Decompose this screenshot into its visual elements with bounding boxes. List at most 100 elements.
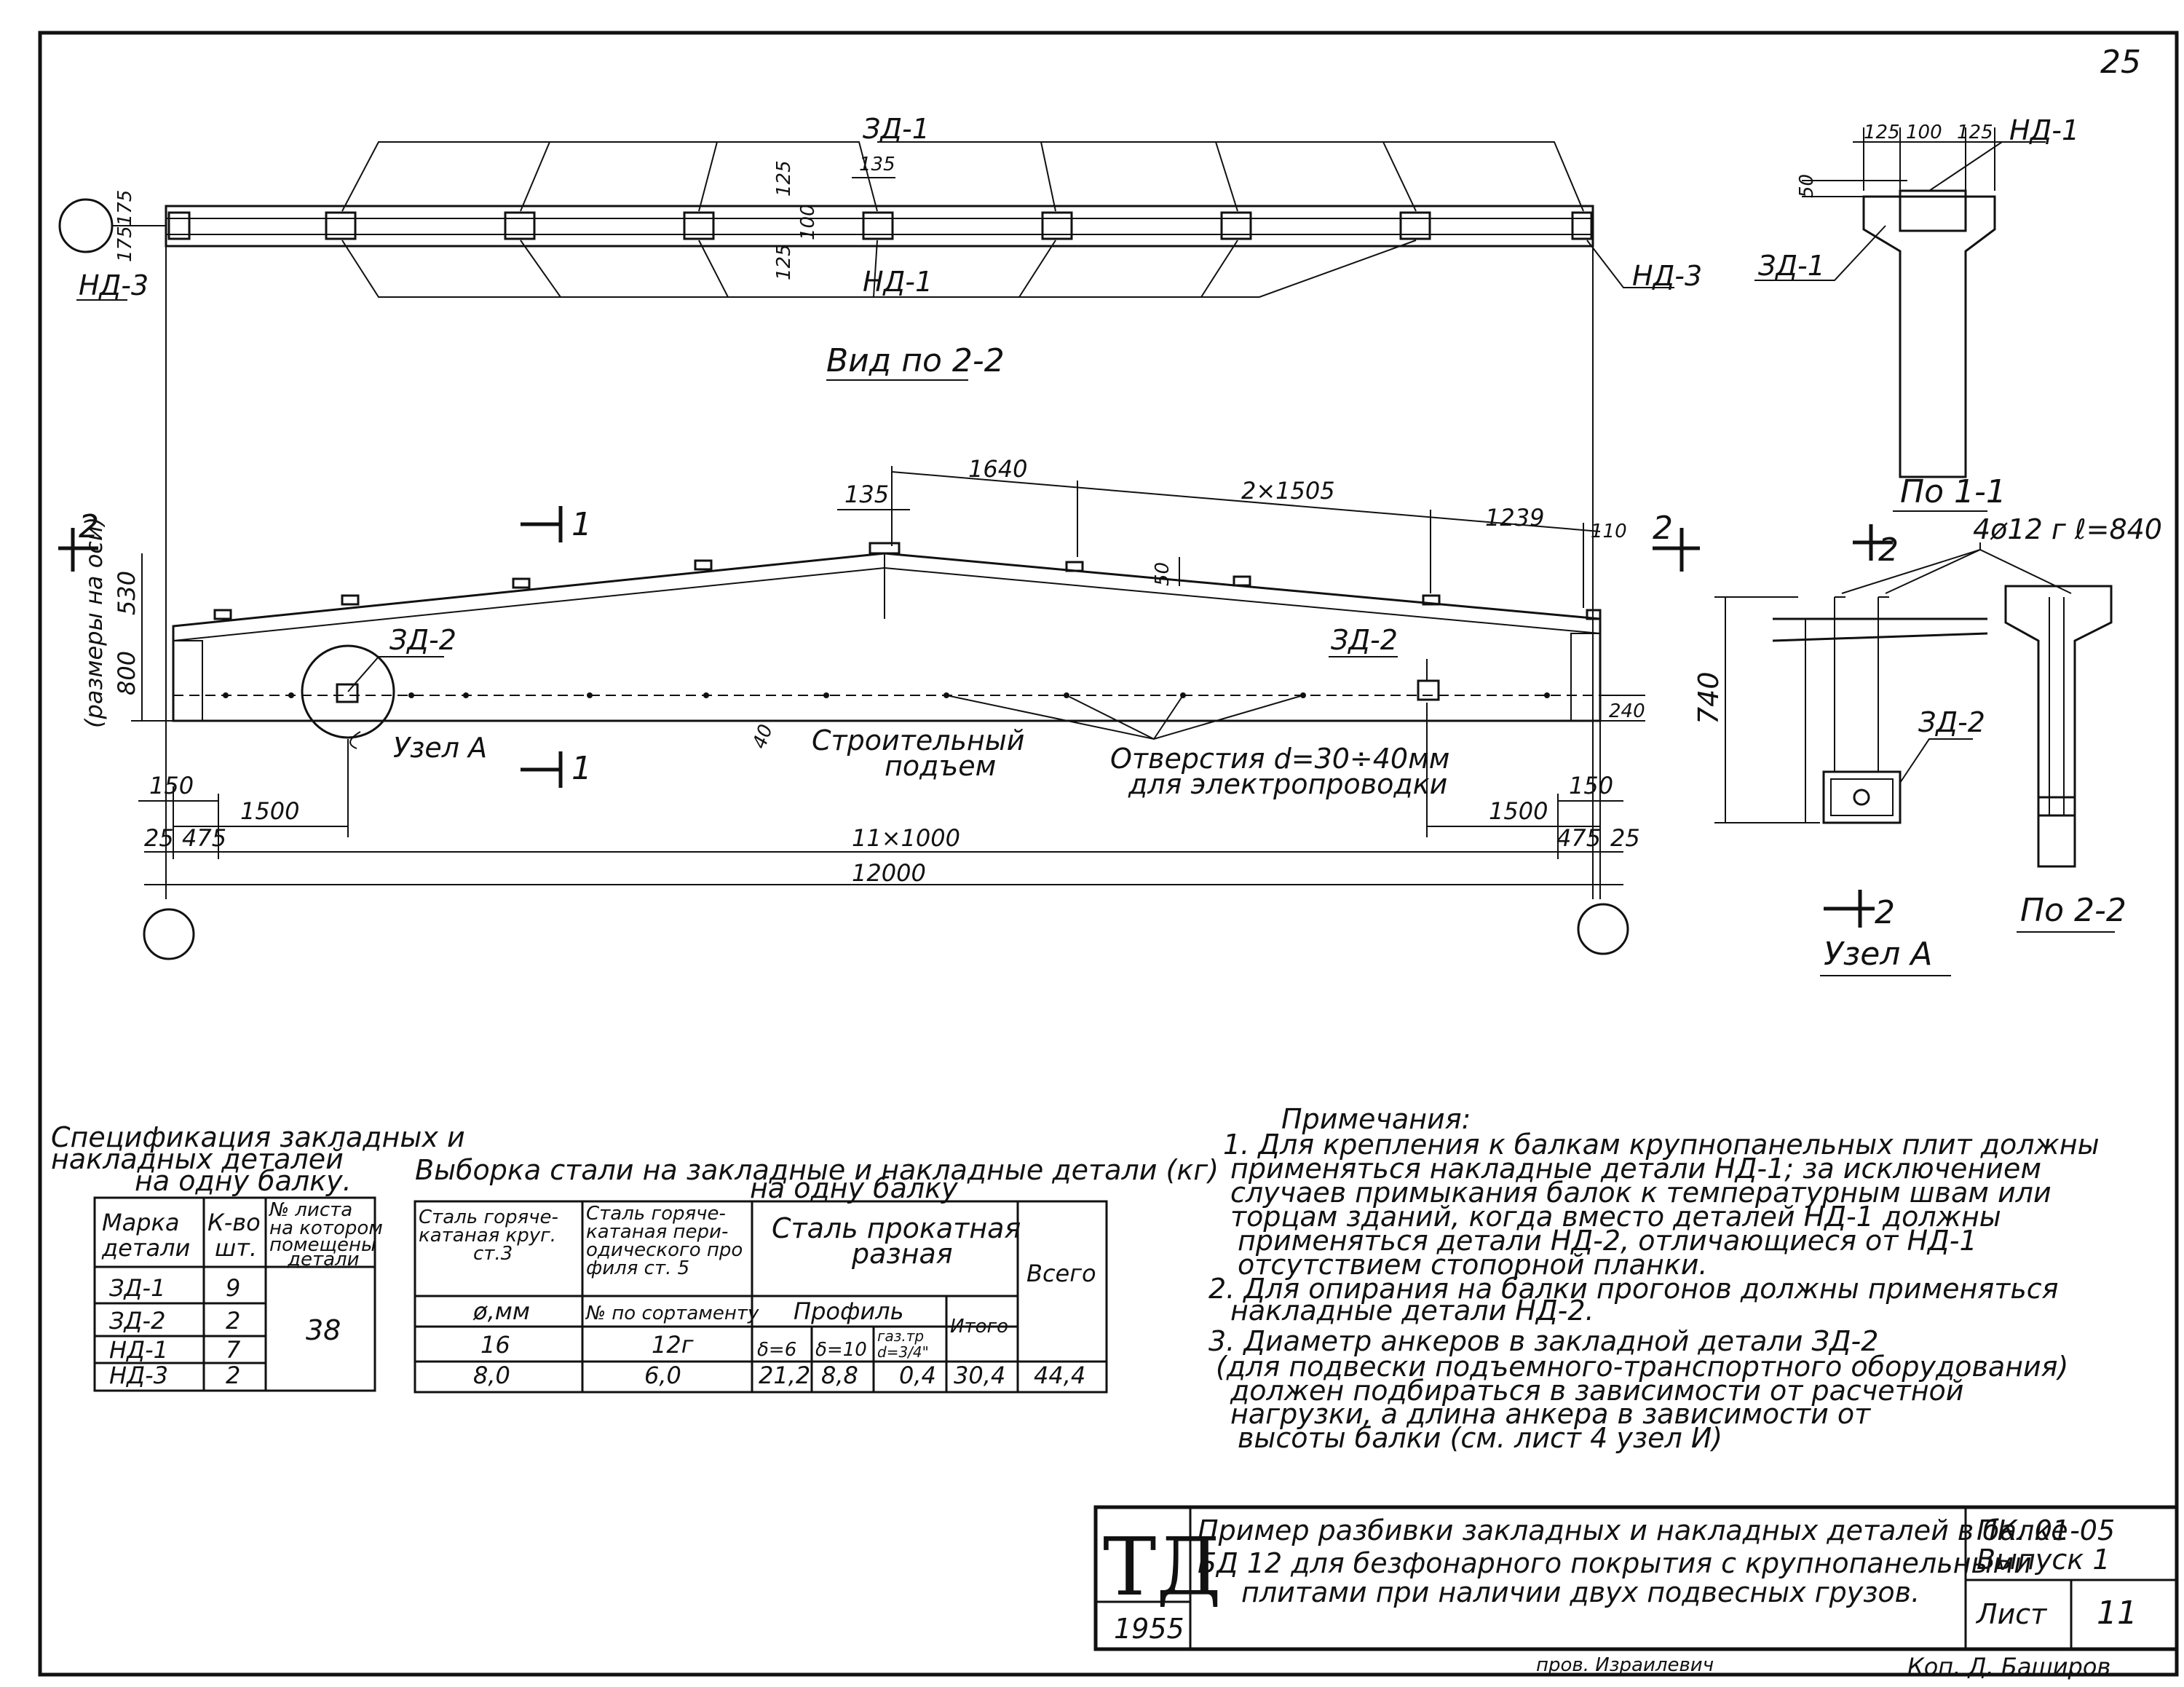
dim-125a-s11: 125: [1864, 122, 1900, 143]
label-holes-2: для электропроводки: [1128, 768, 1447, 800]
sheet-number-top: 25: [2100, 44, 2141, 81]
notes: Примечания: 1. Для крепления к балкам кр…: [1208, 1103, 2100, 1454]
checked-by: пров. Израилевич: [1536, 1654, 1714, 1676]
dim-25-left: 25: [144, 824, 174, 852]
title-desc-2: БД 12 для безфонарного покрытия с крупно…: [1198, 1547, 2032, 1579]
section-mark-1-top: 1: [521, 506, 592, 543]
label-nd3-right: НД-3: [1632, 260, 1702, 292]
svg-text:2: 2: [1875, 894, 1895, 931]
title-code: ПК. 01-05: [1977, 1514, 2115, 1546]
copied-by: Коп. Д. Баширов: [1907, 1653, 2110, 1680]
spec-table: Спецификация закладных и накладных детал…: [51, 1121, 465, 1392]
steel-h-total: Всего: [1026, 1260, 1096, 1287]
note-line: высоты балки (см. лист 4 узел И): [1238, 1422, 1722, 1454]
spec-header-sheet-2: на котором: [269, 1217, 383, 1239]
title-year: 1955: [1114, 1613, 1184, 1645]
title-section-2-2: По 2-2: [2020, 892, 2126, 929]
axis-marker-top-left: [58, 198, 114, 253]
title-block: ТД 1955 Пример разбивки закладных и накл…: [1093, 1505, 2179, 1680]
steel-r-p3: 0,4: [899, 1362, 936, 1389]
spec-title-1: Спецификация закладных и: [51, 1121, 465, 1153]
section-1-1: 125 100 125 50 НД-1 ЗД-1 По 1-1: [1754, 114, 2079, 512]
svg-text:2: 2: [79, 508, 99, 545]
dim-1239: 1239: [1485, 504, 1544, 532]
steel-h-diam: ø,мм: [472, 1297, 530, 1325]
svg-text:1: 1: [571, 750, 592, 787]
label-zd2-node: ЗД-2: [1918, 706, 1985, 738]
note-line: 3. Диаметр анкеров в закладной детали ЗД…: [1208, 1325, 1878, 1357]
dim-240: 240: [1609, 700, 1645, 722]
dim-50-side: 50: [1152, 562, 1174, 586]
title-sheet-label: Лист: [1975, 1598, 2048, 1630]
label-camber-2: подъем: [885, 750, 996, 782]
label-node-a-side: Узел А: [393, 732, 487, 764]
steel-h-per-1: Сталь горяче-: [586, 1203, 726, 1225]
dim-135-top: 135: [859, 154, 895, 175]
steel-p2: δ=10: [815, 1339, 867, 1361]
dim-25-right: 25: [1610, 824, 1640, 852]
dim-150-left: 150: [149, 772, 194, 799]
dim-125-top: 125: [773, 160, 795, 197]
spec-header-sheet-3: помещены: [269, 1234, 376, 1256]
dim-110: 110: [1591, 521, 1627, 542]
steel-p1: δ=6: [757, 1339, 796, 1361]
spec-header-qty-2: шт.: [215, 1234, 257, 1262]
steel-h-rolled-2: разная: [851, 1238, 953, 1270]
spec-row-mark: НД-1: [109, 1336, 168, 1364]
spec-row-mark: ЗД-1: [109, 1274, 165, 1302]
dim-135-side: 135: [844, 481, 889, 508]
title-node-a: Узел А: [1824, 936, 1933, 973]
dim-2x1505: 2×1505: [1241, 477, 1335, 505]
note-line: должен подбираться в зависимости от расч…: [1230, 1375, 1964, 1407]
axis-marker-bottom-right: [1577, 903, 1629, 955]
sheet-frame: [38, 31, 2179, 1677]
spec-header-qty: К-во: [207, 1209, 261, 1236]
steel-r-periodic: 6,0: [644, 1362, 681, 1389]
dim-11x1000: 11×1000: [852, 824, 960, 852]
section-mark-2-left: 2: [58, 508, 99, 572]
spec-header-mark-2: детали: [101, 1234, 190, 1262]
note-line: применяться накладные детали НД-1; за ис…: [1230, 1153, 2041, 1185]
dim-1500-left: 1500: [240, 797, 299, 825]
steel-h-round-1: Сталь горяче-: [419, 1206, 558, 1228]
note-line: накладные детали НД-2.: [1230, 1295, 1594, 1327]
spec-row-qty: 9: [226, 1274, 240, 1302]
dim-40: 40: [748, 722, 778, 751]
steel-h-sort: № по сортаменту: [585, 1303, 759, 1324]
dim-530: 530: [113, 571, 141, 615]
svg-text:2: 2: [1653, 510, 1673, 547]
steel-h-round-2: катаная круг.: [419, 1225, 556, 1247]
node-a-callout: [301, 644, 395, 739]
spec-sheet-ref: 38: [306, 1314, 341, 1346]
label-nd1-top: НД-1: [863, 266, 933, 298]
dim-1500-right: 1500: [1489, 797, 1548, 825]
steel-r-itogo: 30,4: [954, 1362, 1005, 1389]
note-line: применяться детали НД-2, отличающиеся от…: [1238, 1225, 1977, 1257]
side-view: 135 1640 2×1505 1239 110 50 800 530 (раз…: [58, 455, 1700, 960]
dim-100-s11: 100: [1906, 122, 1942, 143]
steel-title-2: на одну балку: [750, 1172, 958, 1204]
section-mark-1-bot: 1: [521, 750, 592, 788]
side-note-axes: (размеры на оси): [80, 517, 108, 728]
steel-r-round: 8,0: [473, 1362, 510, 1389]
steel-h-round-3: ст.3: [473, 1243, 513, 1265]
steel-v-diam: 16: [480, 1331, 510, 1359]
spec-header-sheet-4: детали: [287, 1249, 360, 1271]
note-line: нагрузки, а длина анкера в зависимости о…: [1230, 1398, 1872, 1430]
node-a-detail: 4ø12 г ℓ=840 2 740 ЗД-2 2 Узел А По 2-2: [1693, 513, 2162, 976]
logo-td: ТД: [1103, 1520, 1222, 1613]
note-line: торцам зданий, когда вместо деталей НД-1…: [1230, 1201, 2001, 1233]
steel-title-1: Выборка стали на закладные и накладные д…: [415, 1154, 1219, 1186]
steel-r-p2: 8,8: [821, 1362, 858, 1389]
steel-table: Выборка стали на закладные и накладные д…: [414, 1154, 1219, 1394]
top-plates: [167, 211, 1593, 240]
top-view: ЗД-1 НД-1 НД-3 НД-3 135 125 100 125 1751…: [58, 113, 1702, 899]
note-line: 2. Для опирания на балки прогонов должны…: [1208, 1273, 2059, 1305]
dim-800: 800: [113, 651, 141, 695]
section-mark-2-node-top: 2: [1853, 524, 1899, 569]
note-line: (для подвески подъемного-транспортного о…: [1216, 1351, 2068, 1383]
steel-p3-b: d=3/4": [877, 1343, 929, 1361]
label-zd1-top: ЗД-1: [863, 113, 930, 145]
dim-12000: 12000: [852, 859, 926, 887]
